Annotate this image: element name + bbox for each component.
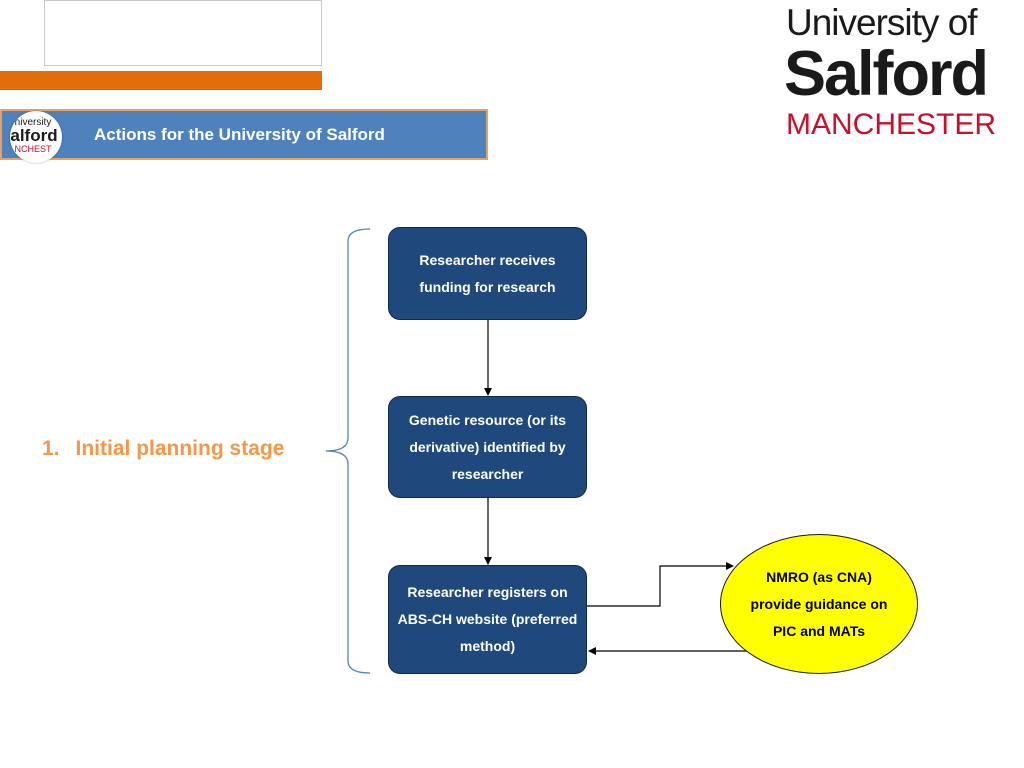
- mini-university-logo: niversity alford NCHEST: [10, 111, 62, 163]
- mini-logo-line2: alford: [10, 126, 58, 145]
- mini-logo-line1: niversity: [14, 117, 52, 128]
- nmro-guidance-text: NMRO (as CNA) provide guidance on PIC an…: [750, 568, 888, 639]
- step-register-text: Researcher registers on ABS-CH website (…: [397, 584, 578, 654]
- curly-brace: [325, 228, 371, 674]
- stage-heading: 1. Initial planning stage: [42, 437, 284, 461]
- step-identify-resource-box: Genetic resource (or its derivative) ide…: [388, 396, 587, 498]
- step-funding-text: Researcher receives funding for research: [419, 251, 556, 295]
- logo-line1: University of: [786, 2, 978, 43]
- university-logo: University of Salford MANCHESTER: [784, 2, 1002, 142]
- banner-title: Actions for the University of Salford: [94, 125, 385, 144]
- header-banner: niversity alford NCHEST Actions for the …: [0, 109, 488, 163]
- logo-line3: MANCHESTER: [786, 108, 997, 141]
- step-identify-resource-text: Genetic resource (or its derivative) ide…: [408, 411, 567, 482]
- logo-line2: Salford: [784, 39, 989, 109]
- arrow-box3-to-ellipse: [587, 562, 734, 607]
- thumbnail-frame: [44, 0, 322, 66]
- nmro-guidance-ellipse: NMRO (as CNA) provide guidance on PIC an…: [720, 534, 918, 674]
- step-funding-box: Researcher receives funding for research: [388, 227, 587, 320]
- step-register-box: Researcher registers on ABS-CH website (…: [388, 565, 587, 674]
- stage-label: Initial planning stage: [75, 437, 285, 460]
- mini-logo-line3: NCHEST: [14, 144, 52, 154]
- accent-bar: [0, 71, 322, 90]
- stage-number: 1.: [42, 437, 60, 460]
